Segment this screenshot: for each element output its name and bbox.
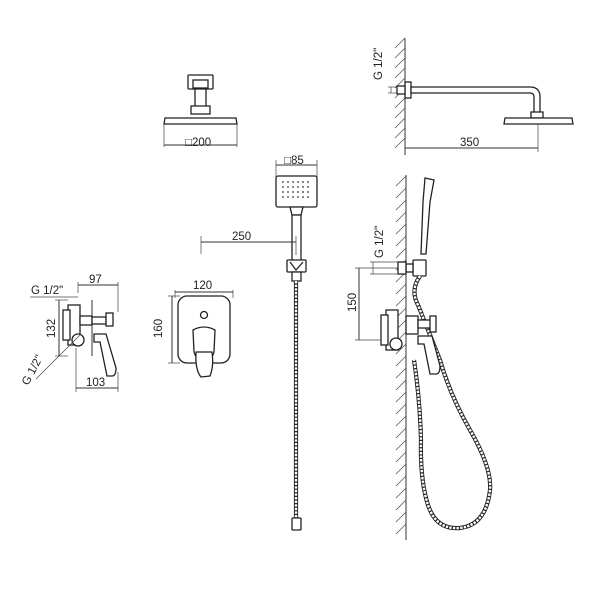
overhead-width-label: □200	[185, 137, 211, 149]
thread-arm-label: G 1/2"	[373, 48, 385, 80]
mixer-side: 97 G 1/2" 132 G 1/2" 103	[20, 274, 119, 392]
handshower-nozzles	[282, 181, 309, 198]
mixer-depth-top-label: 97	[89, 274, 102, 286]
mixer-plate-front: 120 160	[153, 280, 234, 378]
handshower-side: G 1/2" 150	[347, 175, 493, 540]
thread-mixer-top-label: G 1/2"	[31, 285, 63, 297]
mixer-depth-bottom-label: 103	[86, 377, 105, 389]
wall-hatch-bottom	[395, 175, 407, 535]
holder-height-label: 150	[347, 293, 359, 312]
thread-mixer-side-label: G 1/2"	[20, 353, 46, 387]
hose-reach-label: 250	[232, 231, 251, 243]
overhead-shower-side: G 1/2" 350	[373, 37, 574, 155]
arm-length-label: 350	[460, 137, 479, 149]
handshower-front: □85 250	[200, 155, 318, 531]
thread-holder-label: G 1/2"	[374, 226, 386, 258]
plate-width-label: 120	[193, 280, 212, 292]
handshower-width-label: □85	[284, 155, 304, 167]
plate-height-label: 160	[153, 319, 165, 338]
mixer-height-label: 132	[46, 319, 58, 338]
overhead-shower-front: □200	[163, 74, 238, 149]
